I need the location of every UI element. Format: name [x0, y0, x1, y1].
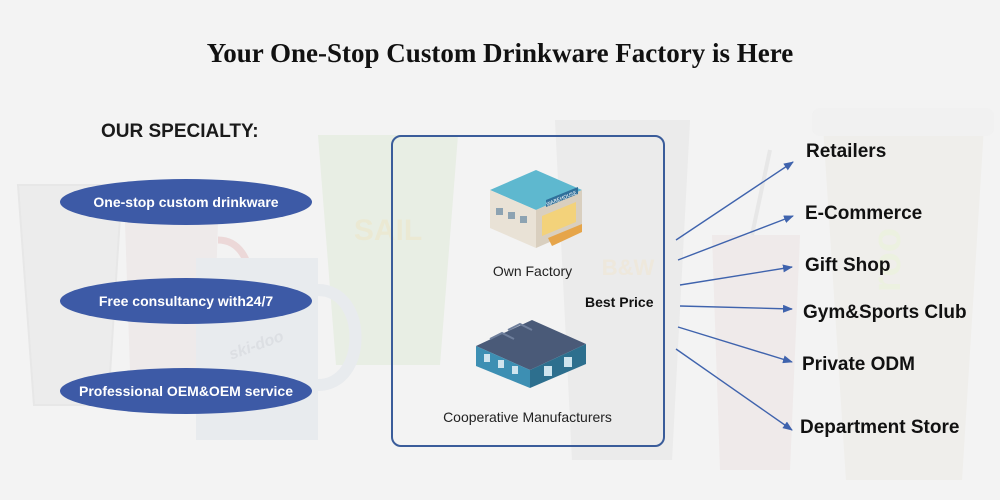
- channel-gift-shop: Gift Shop: [805, 255, 891, 276]
- channel-private-odm: Private ODM: [802, 354, 915, 375]
- tall-tumbler-image: [555, 120, 690, 460]
- arrow-retailers: [675, 161, 794, 241]
- page-title: Your One-Stop Custom Drinkware Factory i…: [206, 38, 794, 68]
- specialty-heading: OUR SPECIALTY:: [101, 121, 259, 142]
- supply-sources-frame: [391, 135, 665, 447]
- specialty-pill-consultancy: Free consultancy with24/7: [60, 278, 312, 324]
- channel-ecommerce: E-Commerce: [805, 203, 923, 224]
- factory-icon: [476, 308, 586, 388]
- arrow-department-store: [675, 348, 793, 431]
- own-factory-label: Own Factory: [492, 263, 573, 279]
- arrow-gift-shop: [679, 264, 793, 286]
- cooperative-manufacturers-label: Cooperative Manufacturers: [443, 409, 612, 425]
- warehouse-icon: WAREHOUSE: [490, 170, 582, 248]
- arrow-ecommerce: [677, 215, 794, 261]
- cup-print: roo: [865, 228, 909, 292]
- arrow-private-odm: [677, 326, 793, 364]
- best-price-label: Best Price: [585, 294, 654, 310]
- channel-gym-sports-club: Gym&Sports Club: [803, 302, 967, 323]
- specialty-pill-drinkware: One-stop custom drinkware: [60, 179, 312, 225]
- channel-department-store: Department Store: [800, 417, 960, 438]
- bw-print: B&W: [602, 255, 655, 280]
- sail-print: SAIL: [354, 214, 422, 247]
- specialty-pill-oem-service: Professional OEM&OEM service: [60, 368, 312, 414]
- channel-retailers: Retailers: [806, 141, 887, 162]
- arrow-gym-sports-club: [679, 304, 793, 313]
- coffee-cup-image: [822, 110, 985, 480]
- red-tumbler-image: [712, 235, 800, 470]
